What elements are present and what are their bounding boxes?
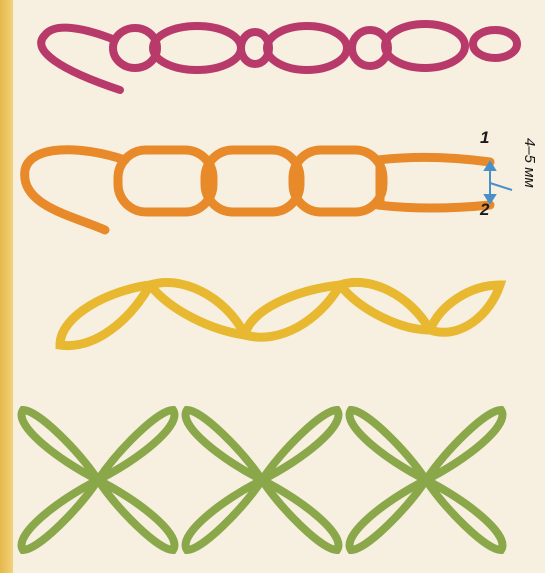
daisy-flower-3 [350, 410, 503, 550]
daisy-flower-2 [186, 410, 339, 550]
daisy-flower-1 [22, 410, 175, 550]
thread-point-2-label: 2 [480, 200, 489, 220]
thread-point-1-label: 1 [480, 128, 489, 148]
chain-stitch-row-1 [41, 24, 517, 90]
daisy-stitch-row-4 [22, 410, 503, 550]
chain-stitch-row-3 [60, 282, 500, 345]
dimension-marker [485, 162, 512, 203]
dimension-label: 4–5 мм [521, 138, 538, 188]
chain-stitch-row-2 [25, 150, 490, 230]
